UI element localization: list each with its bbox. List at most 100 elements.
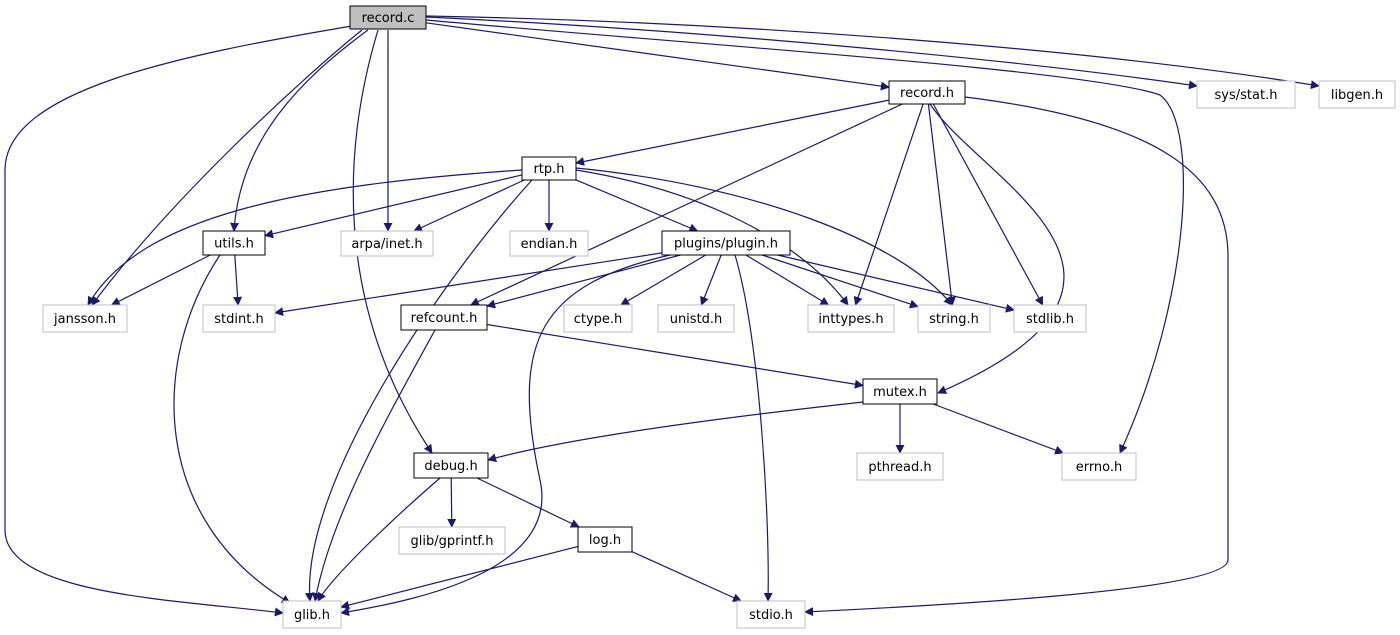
node-box bbox=[917, 304, 991, 333]
include-edge-rtp-h-to-utils-h bbox=[264, 174, 523, 239]
node-sys-stat-h: sys/stat.h bbox=[1196, 80, 1296, 109]
node-label: ctype.h bbox=[574, 312, 623, 327]
node-box bbox=[413, 452, 489, 479]
node-label: record.c bbox=[362, 11, 415, 26]
include-edge-plugins-plugin-h-to-string-h bbox=[762, 254, 919, 309]
node-errno-h: errno.h bbox=[1061, 452, 1137, 481]
node-label: endian.h bbox=[521, 237, 578, 252]
node-box bbox=[736, 600, 806, 629]
include-edge-utils-h-to-stdint-h bbox=[233, 254, 243, 306]
node-label: utils.h bbox=[214, 237, 254, 252]
node-endian-h: endian.h bbox=[509, 230, 589, 257]
node-box bbox=[1196, 80, 1296, 109]
node-label: string.h bbox=[929, 312, 979, 327]
node-refcount-h[interactable]: refcount.h bbox=[400, 304, 488, 331]
include-edge-record-c-to-libgen-h bbox=[425, 15, 1320, 90]
node-box bbox=[202, 230, 266, 256]
node-glib-gprintf-h: glib/gprintf.h bbox=[398, 526, 506, 555]
node-mutex-h[interactable]: mutex.h bbox=[862, 378, 938, 405]
node-box bbox=[856, 452, 944, 481]
node-box bbox=[400, 304, 488, 331]
include-edge-record-h-to-rtp-h bbox=[575, 99, 890, 166]
include-edge-plugins-plugin-h-to-stdint-h bbox=[274, 252, 663, 317]
node-label: arpa/inet.h bbox=[351, 237, 422, 252]
node-debug-h[interactable]: debug.h bbox=[413, 452, 489, 479]
node-arpa-inet-h: arpa/inet.h bbox=[340, 230, 434, 257]
node-utils-h[interactable]: utils.h bbox=[202, 230, 266, 256]
node-label: rtp.h bbox=[533, 162, 564, 177]
node-label: unistd.h bbox=[670, 312, 723, 327]
include-edge-rtp-h-to-plugins-plugin-h bbox=[575, 179, 699, 233]
node-label: stdlib.h bbox=[1026, 312, 1074, 327]
node-record-h[interactable]: record.h bbox=[888, 80, 966, 105]
include-edge-record-h-to-inttypes-h bbox=[853, 103, 924, 306]
node-label: stdio.h bbox=[749, 608, 793, 623]
include-edge-record-h-to-mutex-h bbox=[929, 103, 1065, 394]
node-box bbox=[202, 304, 276, 333]
include-edge-debug-h-to-log-h bbox=[476, 477, 580, 528]
node-label: record.h bbox=[900, 86, 954, 101]
node-label: plugins/plugin.h bbox=[674, 237, 778, 252]
node-box bbox=[398, 526, 506, 555]
include-edge-log-h-to-stdio-h bbox=[631, 551, 742, 602]
node-stdlib-h: stdlib.h bbox=[1013, 304, 1087, 333]
node-box bbox=[661, 230, 791, 256]
node-ctype-h: ctype.h bbox=[563, 304, 633, 333]
node-box bbox=[862, 378, 938, 405]
node-rtp-h[interactable]: rtp.h bbox=[521, 156, 577, 181]
node-label: glib/gprintf.h bbox=[411, 534, 494, 549]
node-label: stdint.h bbox=[214, 312, 263, 327]
include-edge-record-c-to-errno-h bbox=[425, 19, 1184, 454]
node-label: mutex.h bbox=[873, 385, 927, 400]
include-edge-utils-h-to-glib-h bbox=[173, 254, 291, 604]
include-edge-record-c-to-utils-h bbox=[230, 29, 369, 232]
node-label: log.h bbox=[589, 533, 621, 548]
include-edge-rtp-h-to-glib-h bbox=[304, 179, 533, 602]
node-box bbox=[349, 5, 427, 30]
node-plugins-plugin-h[interactable]: plugins/plugin.h bbox=[661, 230, 791, 256]
node-stdint-h: stdint.h bbox=[202, 304, 276, 333]
include-edge-record-c-to-glib-h bbox=[4, 25, 353, 617]
node-unistd-h: unistd.h bbox=[657, 304, 735, 333]
include-edge-refcount-h-to-mutex-h bbox=[486, 323, 864, 389]
include-edge-rtp-h-to-jansson-h bbox=[87, 169, 523, 306]
node-log-h[interactable]: log.h bbox=[577, 526, 633, 553]
node-box bbox=[657, 304, 735, 333]
include-edge-mutex-h-to-errno-h bbox=[932, 403, 1065, 455]
header-nodes: record.c record.h sys/stat.h libgen.h rtp.h u… bbox=[42, 5, 1396, 629]
node-box bbox=[340, 230, 434, 257]
include-edge-plugins-plugin-h-to-stdio-h bbox=[734, 254, 773, 602]
include-edge-record-h-to-refcount-h bbox=[469, 103, 903, 306]
include-edge-rtp-h-to-arpa-inet-h bbox=[413, 179, 525, 232]
node-label: glib.h bbox=[294, 608, 330, 623]
node-box bbox=[577, 526, 633, 553]
node-box bbox=[1318, 80, 1396, 109]
node-box bbox=[282, 600, 342, 629]
node-jansson-h: jansson.h bbox=[42, 304, 128, 333]
include-edge-record-h-to-string-h bbox=[927, 103, 956, 306]
node-libgen-h: libgen.h bbox=[1318, 80, 1396, 109]
node-label: refcount.h bbox=[411, 311, 478, 326]
include-edge-refcount-h-to-glib-h bbox=[312, 329, 436, 602]
include-edge-plugins-plugin-h-to-glib-h bbox=[340, 254, 671, 617]
include-edge-record-c-to-jansson-h bbox=[91, 29, 363, 306]
node-label: sys/stat.h bbox=[1215, 88, 1278, 103]
include-edge-record-c-to-debug-h bbox=[352, 29, 433, 454]
node-box bbox=[807, 304, 895, 333]
include-edge-plugins-plugin-h-to-unistd-h bbox=[700, 254, 722, 306]
node-box bbox=[563, 304, 633, 333]
include-edge-debug-h-to-glib-gprintf-h bbox=[447, 477, 457, 528]
node-box bbox=[1013, 304, 1087, 333]
node-label: errno.h bbox=[1076, 460, 1123, 475]
node-label: jansson.h bbox=[53, 312, 116, 327]
include-edge-record-c-to-sys-stat-h bbox=[425, 16, 1198, 90]
node-label: inttypes.h bbox=[818, 312, 883, 327]
include-edge-plugins-plugin-h-to-refcount-h bbox=[486, 254, 681, 309]
include-edge-record-c-to-record-h bbox=[425, 22, 890, 91]
node-box bbox=[521, 156, 577, 181]
node-string-h: string.h bbox=[917, 304, 991, 333]
node-record-c[interactable]: record.c bbox=[349, 5, 427, 30]
include-edges bbox=[4, 15, 1320, 617]
include-edge-rtp-h-to-inttypes-h bbox=[575, 169, 849, 306]
